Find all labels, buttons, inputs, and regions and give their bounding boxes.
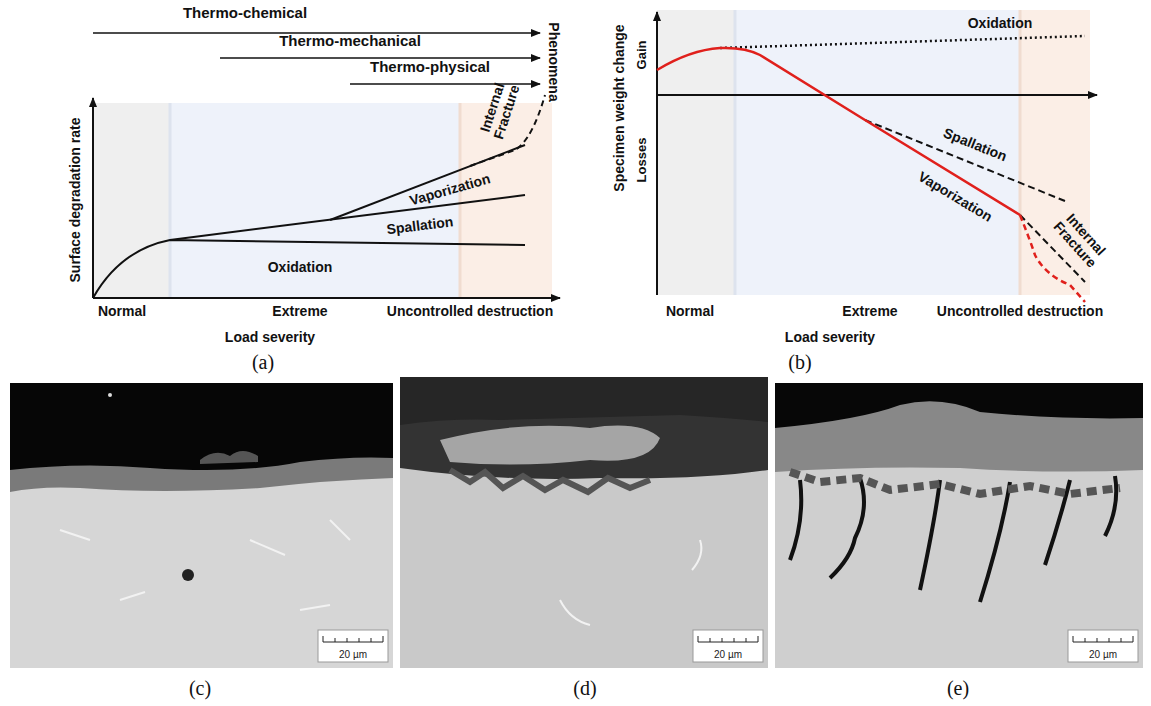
panel-letter: (c) <box>189 677 211 699</box>
axis-label: Specimen weight change <box>612 24 627 191</box>
axis-label: Load severity <box>785 330 875 345</box>
axis-label: Surface degradation rate <box>68 118 83 283</box>
axis-label: Uncontrolled destruction <box>387 304 553 319</box>
panel-letter: (d) <box>573 677 596 699</box>
scale-bar-label: 20 µm <box>714 649 742 660</box>
axis-label: Load severity <box>225 330 315 345</box>
curve-label: Oxidation <box>968 16 1033 31</box>
curve-label: Oxidation <box>268 260 333 275</box>
phenomenon-label: Thermo-physical <box>370 59 490 76</box>
axis-label: Extreme <box>272 304 327 319</box>
axis-label: Phenomena <box>545 22 560 101</box>
scale-bar-label: 20 µm <box>1089 649 1117 660</box>
axis-label: Losses <box>635 138 649 183</box>
phenomenon-label: Thermo-mechanical <box>279 33 421 50</box>
scale-bar-label: 20 µm <box>339 649 367 660</box>
axis-label: Normal <box>666 304 714 319</box>
axis-label: Uncontrolled destruction <box>937 304 1103 319</box>
axis-label: Extreme <box>842 304 897 319</box>
axis-label: Normal <box>98 304 146 319</box>
panel-letter: (e) <box>947 677 969 699</box>
panel-letter: (b) <box>788 351 811 373</box>
axis-label: Gain <box>635 41 649 70</box>
phenomenon-label: Thermo-chemical <box>183 5 307 22</box>
panel-letter: (a) <box>252 351 274 373</box>
